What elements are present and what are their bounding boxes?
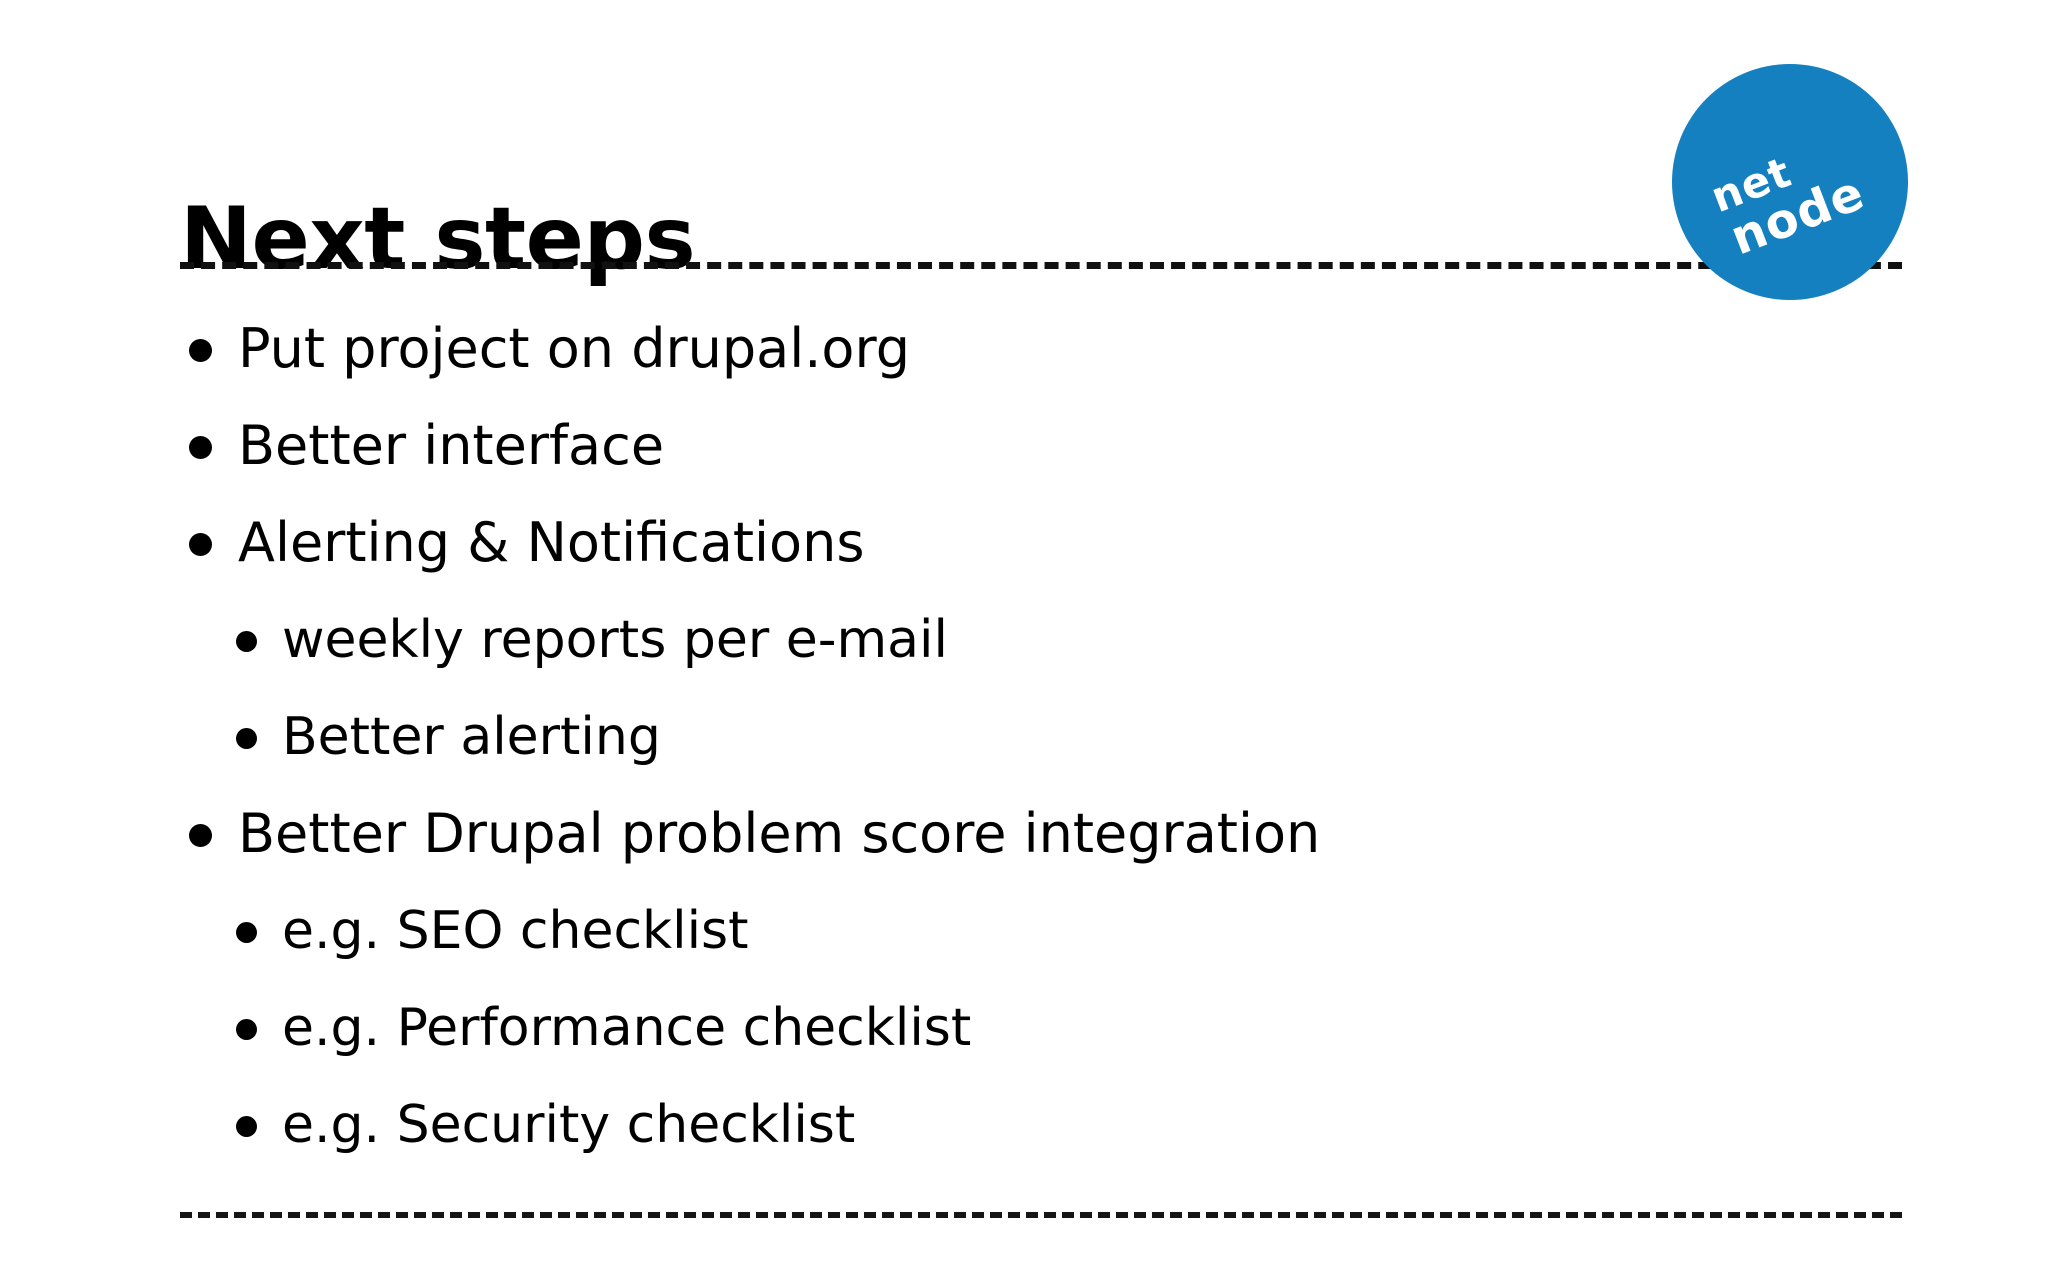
bullet-dot-icon	[236, 630, 257, 652]
bullet-dot-icon	[236, 727, 257, 749]
list-item: Put project on drupal.org	[0, 300, 2048, 397]
list-item: e.g. SEO checklist	[0, 882, 2048, 979]
netnode-logo: net node	[1672, 64, 1908, 300]
list-item: weekly reports per e-mail	[0, 591, 2048, 688]
list-item-label: e.g. Performance checklist	[282, 997, 972, 1058]
logo-wordmark: net node	[1638, 30, 1943, 335]
list-item: Better alerting	[0, 688, 2048, 785]
list-item: Better Drupal problem score integration	[0, 785, 2048, 882]
bullet-dot-icon	[189, 435, 212, 459]
list-item-label: Alerting & Notifications	[238, 510, 865, 574]
list-item: e.g. Performance checklist	[0, 979, 2048, 1076]
logo-circle-shape	[1672, 64, 1908, 300]
list-item: Alerting & Notifications	[0, 494, 2048, 591]
list-item-label: Better Drupal problem score integration	[238, 801, 1321, 865]
list-item-label: Better interface	[238, 413, 665, 477]
list-item-label: Put project on drupal.org	[238, 316, 910, 380]
divider-top	[180, 262, 1902, 269]
list-item-label: weekly reports per e-mail	[282, 609, 948, 670]
bullet-dot-icon	[189, 338, 212, 362]
bullet-dot-icon	[236, 921, 257, 943]
bullet-dot-icon	[236, 1018, 257, 1040]
page-title: Next steps	[180, 188, 696, 289]
bullet-dot-icon	[189, 823, 212, 847]
list-item: Better interface	[0, 397, 2048, 494]
list-item-label: e.g. SEO checklist	[282, 900, 749, 961]
divider-bottom	[180, 1212, 1902, 1218]
list-item-label: e.g. Security checklist	[282, 1094, 856, 1155]
list-item-label: Better alerting	[282, 706, 661, 767]
bullet-dot-icon	[236, 1115, 257, 1137]
list-item: e.g. Security checklist	[0, 1076, 2048, 1173]
bullet-dot-icon	[189, 532, 212, 556]
